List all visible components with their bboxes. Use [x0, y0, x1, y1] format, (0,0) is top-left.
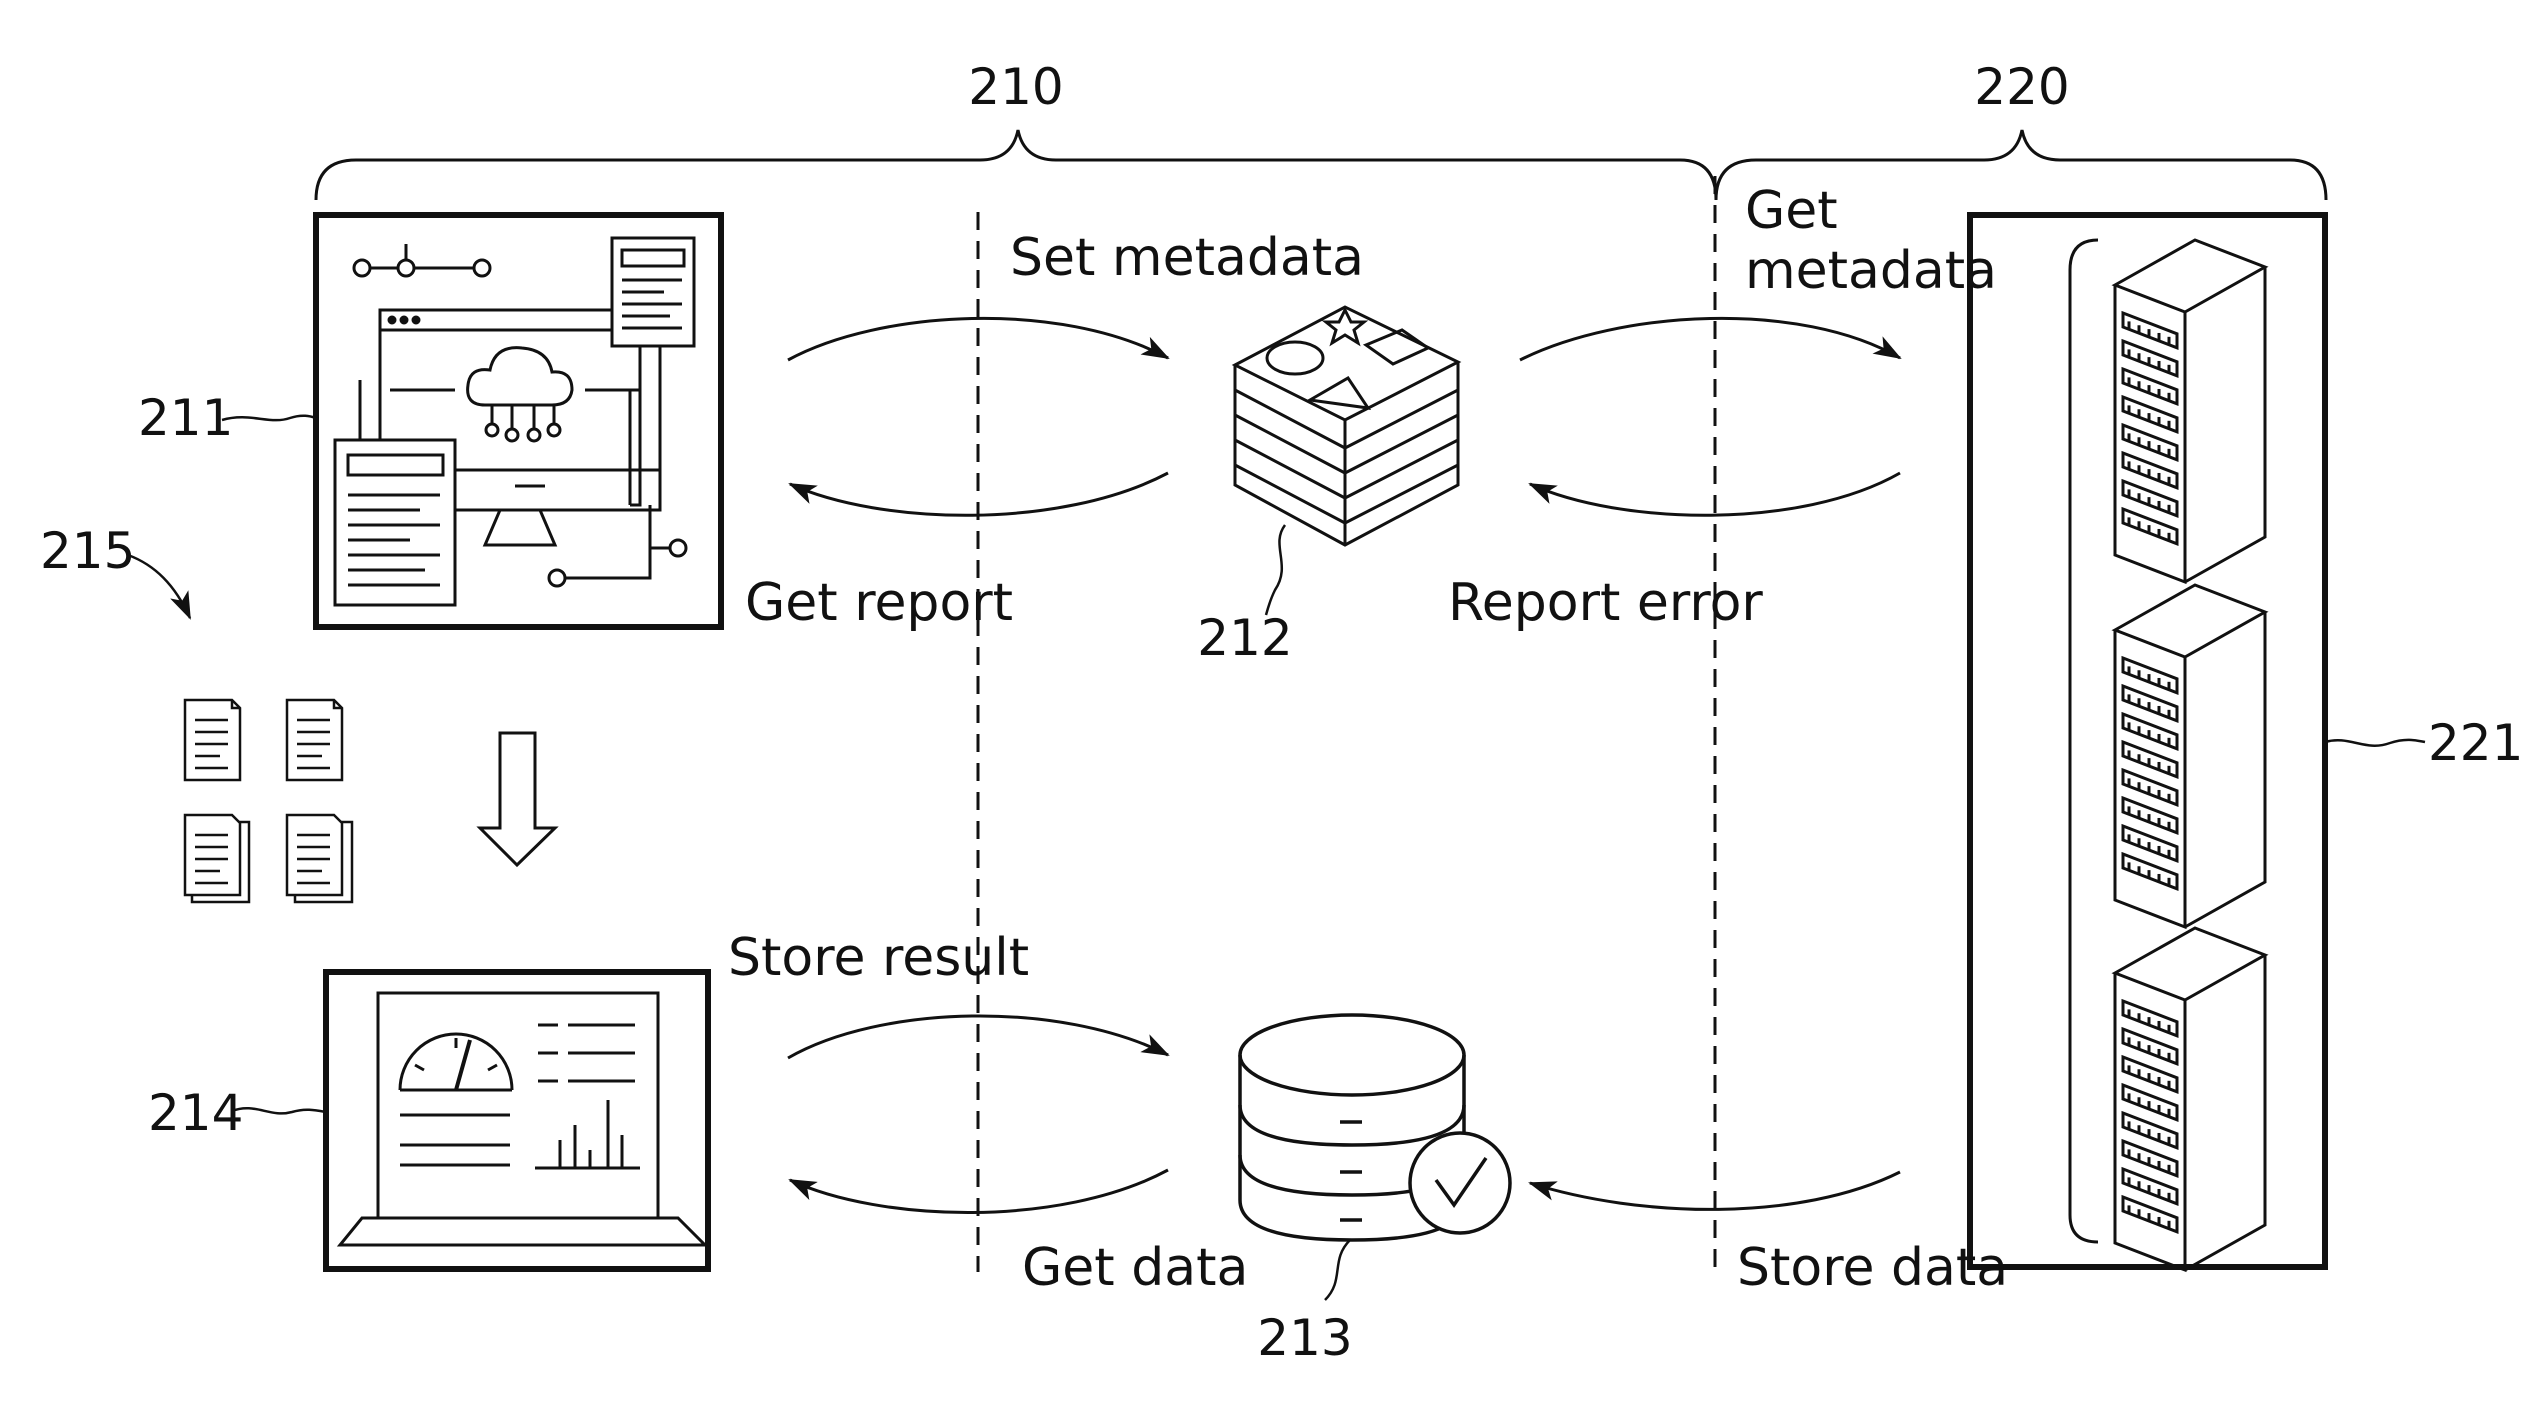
label-store-result: Store result: [728, 928, 1029, 988]
server-rack-icon: [2115, 585, 2265, 927]
server-rack-icon: [2115, 928, 2265, 1270]
label-get-metadata-1: Get: [1745, 181, 1838, 241]
ref-210: 210: [968, 58, 1063, 116]
leader-221: [2325, 740, 2425, 746]
label-store-data: Store data: [1737, 1238, 2008, 1298]
arrow-get-metadata: [1520, 318, 1900, 360]
database-check-icon: [1240, 1015, 1510, 1240]
ref-221: 221: [2428, 714, 2523, 772]
document-icons: [185, 700, 352, 902]
ref-214: 214: [148, 1084, 243, 1142]
leader-215: [128, 555, 190, 618]
label-get-metadata-2: metadata: [1745, 241, 1997, 301]
label-report-error: Report error: [1448, 573, 1763, 633]
label-get-report: Get report: [745, 573, 1013, 633]
label-set-metadata: Set metadata: [1010, 228, 1364, 288]
down-arrow-icon: [480, 733, 555, 865]
ref-213: 213: [1257, 1309, 1352, 1367]
client-computer: [316, 215, 721, 627]
ref-220: 220: [1974, 58, 2069, 116]
server-rack-icons: [2115, 240, 2265, 1270]
ref-211: 211: [138, 389, 233, 447]
metadata-layers-icon: [1235, 307, 1458, 545]
laptop-dashboard-icon: [326, 972, 708, 1269]
label-get-data: Get data: [1022, 1238, 1248, 1298]
ref-212: 212: [1197, 609, 1292, 667]
brace-210: [316, 130, 1716, 200]
leader-212: [1266, 525, 1285, 615]
leader-211: [222, 416, 316, 420]
server-rack-icon: [2115, 240, 2265, 582]
computer-network-icon: [335, 238, 694, 605]
leader-214: [232, 1108, 326, 1113]
leader-213: [1325, 1240, 1350, 1300]
ref-215: 215: [40, 522, 135, 580]
